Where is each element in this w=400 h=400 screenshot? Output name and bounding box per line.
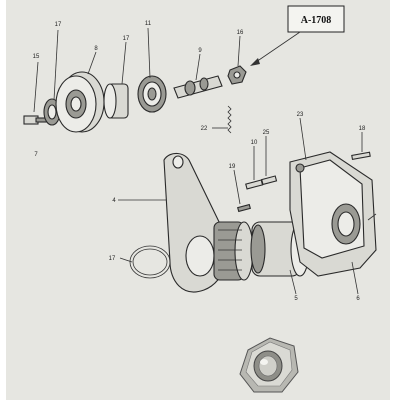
shaft-9 xyxy=(173,75,223,99)
leader-lines xyxy=(33,27,377,295)
callout-10: 10 xyxy=(251,140,258,146)
callout-18: 18 xyxy=(359,126,366,132)
gear-cylinder xyxy=(213,221,254,281)
callout-4-left: 4 xyxy=(112,198,116,204)
hex-nut-photo xyxy=(239,337,299,393)
bearing-11 xyxy=(137,75,167,113)
reference-label: A-1708 xyxy=(301,15,332,26)
screw-25 xyxy=(261,175,278,186)
callout-5: 5 xyxy=(294,296,298,302)
callout-25: 25 xyxy=(263,130,270,136)
callout-15: 15 xyxy=(33,54,40,60)
pulley-8 xyxy=(55,71,105,133)
callout-8: 8 xyxy=(94,46,98,52)
snap-ring xyxy=(129,245,171,279)
hub xyxy=(103,83,129,119)
callout-22: 22 xyxy=(201,126,208,132)
bolt-18 xyxy=(351,151,371,160)
callout-11: 11 xyxy=(145,21,152,27)
spring-22 xyxy=(227,105,232,134)
callout-6: 6 xyxy=(356,296,360,302)
reference-leader xyxy=(255,31,301,63)
nut-16 xyxy=(227,65,247,85)
callout-7: 7 xyxy=(34,152,38,158)
reference-arrowhead xyxy=(250,58,260,66)
reference-box: A-1708 xyxy=(287,5,345,33)
callouts: 15 17 8 17 11 9 16 7 22 23 18 25 10 19 4… xyxy=(33,21,366,302)
callout-17-hub: 17 xyxy=(123,36,130,42)
callout-17-top: 17 xyxy=(55,22,62,28)
screw-10 xyxy=(245,179,264,190)
callout-23: 23 xyxy=(297,112,304,118)
callout-17-ring: 17 xyxy=(109,256,116,262)
callout-9: 9 xyxy=(198,48,202,54)
housing xyxy=(289,151,377,277)
pin-19 xyxy=(237,203,251,213)
bolt-15 xyxy=(23,115,49,125)
callout-16: 16 xyxy=(237,30,244,36)
callout-19: 19 xyxy=(229,164,236,170)
